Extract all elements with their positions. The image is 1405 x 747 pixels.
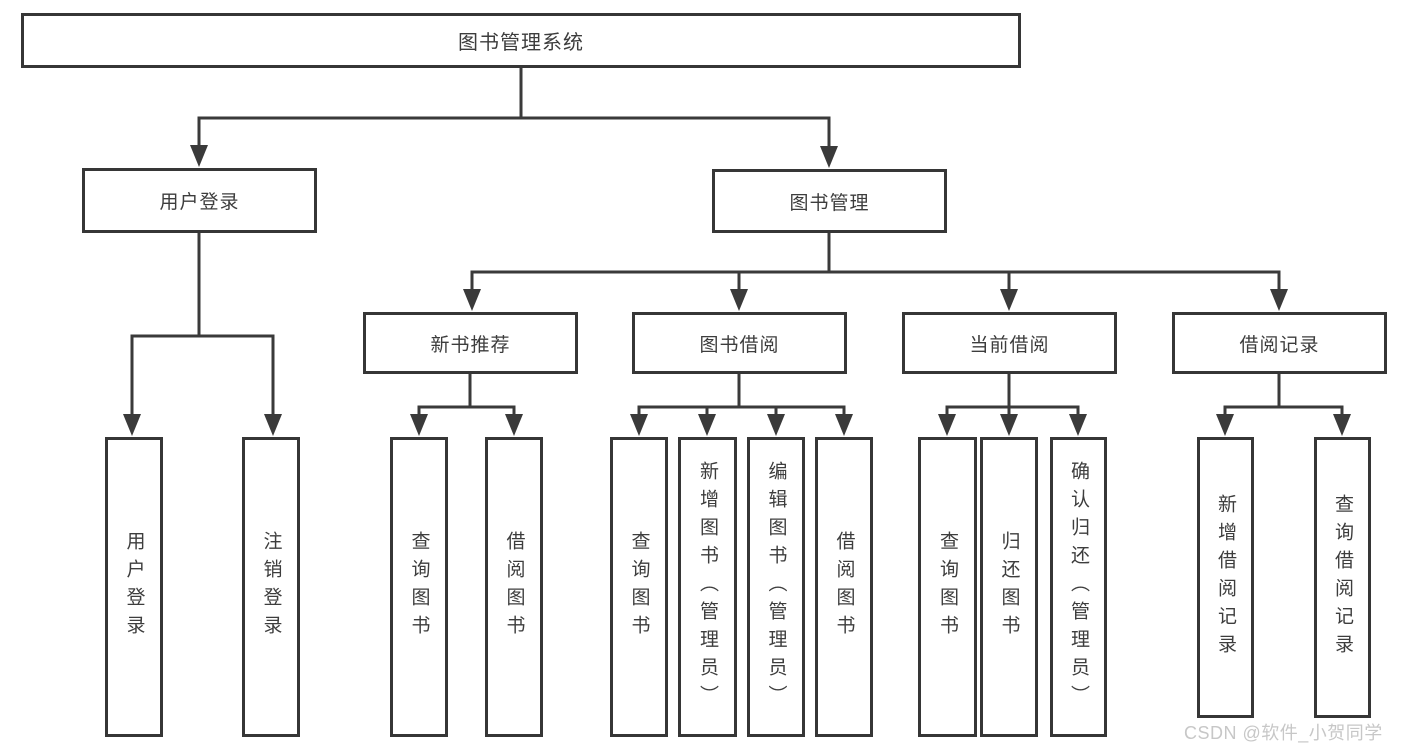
leaf-query-books-recommend: 查询图书 — [390, 437, 448, 737]
leaf-label: 新增图书（管理员） — [697, 461, 718, 713]
node-label: 图书管理 — [789, 192, 870, 214]
leaf-label: 查询图书 — [937, 531, 958, 643]
node-library-management-system: 图书管理系统 — [21, 13, 1021, 68]
leaf-borrow-books-recommend: 借阅图书 — [485, 437, 543, 737]
csdn-watermark: CSDN @软件_小贺同学 — [1184, 723, 1383, 743]
node-book-management: 图书管理 — [712, 169, 947, 233]
leaf-query-books-current: 查询图书 — [918, 437, 977, 737]
leaf-add-borrow-record: 新增借阅记录 — [1197, 437, 1254, 718]
leaf-edit-books-admin: 编辑图书（管理员） — [747, 437, 805, 737]
node-label: 图书借阅 — [699, 334, 780, 356]
node-current-borrowing: 当前借阅 — [902, 312, 1117, 374]
node-borrow-records: 借阅记录 — [1172, 312, 1387, 374]
leaf-label: 查询借阅记录 — [1332, 493, 1353, 662]
leaf-query-borrow-record: 查询借阅记录 — [1314, 437, 1371, 718]
node-label: 用户登录 — [159, 192, 240, 213]
node-label: 新书推荐 — [430, 334, 511, 356]
node-label: 图书管理系统 — [458, 32, 584, 54]
node-label: 当前借阅 — [969, 334, 1050, 356]
leaf-label: 确认归还（管理员） — [1068, 461, 1089, 713]
leaf-label: 注销登录 — [260, 531, 282, 643]
leaf-label: 编辑图书（管理员） — [765, 461, 787, 713]
leaf-label: 归还图书 — [998, 531, 1020, 643]
node-book-borrowing: 图书借阅 — [632, 312, 847, 374]
leaf-return-books: 归还图书 — [980, 437, 1038, 737]
leaf-borrow-books: 借阅图书 — [815, 437, 873, 737]
leaf-query-books-borrow: 查询图书 — [610, 437, 668, 737]
leaf-label: 借阅图书 — [833, 531, 855, 643]
arrowheads — [123, 145, 1351, 436]
leaf-label: 查询图书 — [628, 531, 650, 643]
node-label: 借阅记录 — [1239, 334, 1320, 356]
node-user-login: 用户登录 — [82, 168, 317, 233]
leaf-label: 用户登录 — [123, 531, 145, 643]
leaf-user-login: 用户登录 — [105, 437, 163, 737]
node-new-book-recommend: 新书推荐 — [363, 312, 578, 374]
leaf-confirm-return-admin: 确认归还（管理员） — [1050, 437, 1107, 737]
leaf-label: 查询图书 — [408, 531, 430, 643]
leaf-label: 新增借阅记录 — [1215, 493, 1236, 662]
leaf-label: 借阅图书 — [503, 531, 525, 643]
leaf-add-books-admin: 新增图书（管理员） — [678, 437, 737, 737]
leaf-logout: 注销登录 — [242, 437, 300, 737]
